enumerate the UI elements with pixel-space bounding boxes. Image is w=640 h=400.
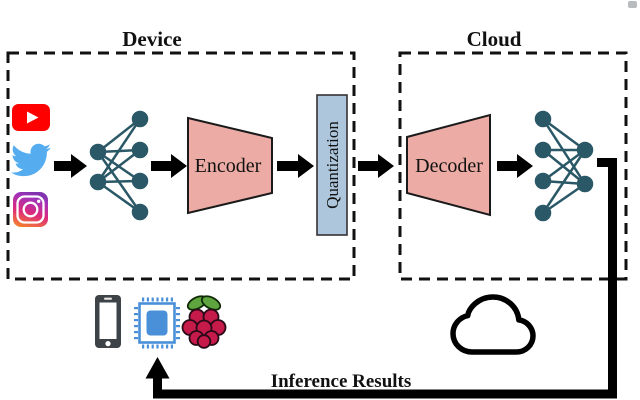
feedback-loop: [145, 158, 617, 399]
phone-icon: [95, 295, 121, 348]
feedback-arrowhead: [145, 357, 170, 379]
arrow-encoder-to-quantization: [277, 154, 314, 178]
device-neural-network-icon: [89, 110, 149, 221]
arrow-network-to-encoder: [151, 154, 187, 178]
encoder-block: Encoder: [187, 116, 273, 215]
flow-arrows: [54, 154, 533, 178]
encoder-label: Encoder: [195, 155, 262, 177]
device-box: [6, 51, 356, 281]
arrow-social-to-network: [54, 154, 87, 178]
cloud-icon: [450, 294, 536, 355]
cloud-box: [398, 51, 628, 281]
youtube-icon: [12, 104, 50, 131]
decoder-block: Decoder: [406, 113, 491, 217]
cloud-box-label: Cloud: [467, 27, 522, 51]
crop-artifact: [628, 1, 637, 8]
device-box-label: Device: [122, 27, 181, 51]
cloud-neural-network-icon: [534, 110, 594, 222]
twitter-icon: [11, 143, 51, 177]
inference-results-label: Inference Results: [271, 371, 412, 392]
instagram-icon: [13, 192, 48, 227]
arrow-decoder-to-network: [497, 154, 533, 178]
quantization-block: Quantization: [316, 94, 348, 236]
quantization-label: Quantization: [323, 121, 342, 209]
raspberry-pi-icon: [181, 295, 227, 349]
arrow-quantization-to-decoder: [358, 154, 394, 178]
chip-icon: [134, 297, 180, 349]
decoder-label: Decoder: [415, 155, 483, 177]
